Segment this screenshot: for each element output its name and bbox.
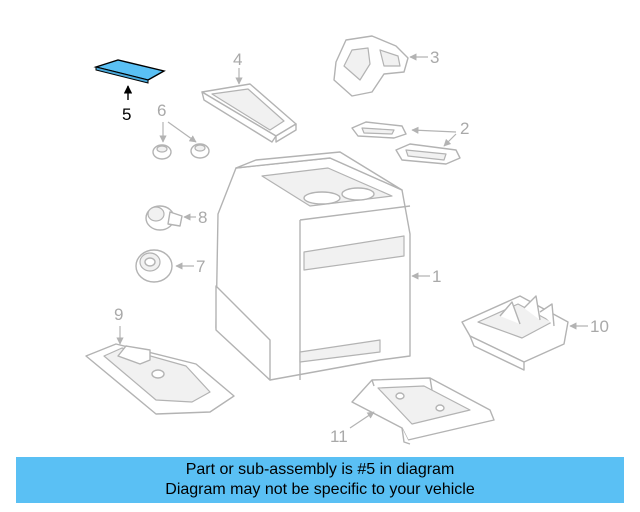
callout-11: 11: [330, 427, 348, 446]
callout-2: 2: [460, 119, 469, 138]
callout-3: 3: [430, 48, 439, 67]
info-banner: Part or sub-assembly is #5 in diagram Di…: [16, 457, 624, 503]
banner-line-disclaimer: Diagram may not be specific to your vehi…: [165, 481, 475, 498]
callout-9: 9: [114, 305, 123, 324]
part-9-lid: 9: [85, 305, 235, 415]
callout-4: 4: [233, 50, 242, 69]
part-3-bracket: 3: [333, 35, 439, 97]
part-5-pad[interactable]: 5: [93, 59, 166, 124]
part-6-clips: 6: [152, 101, 210, 160]
part-11-base-bracket: 11: [330, 377, 495, 446]
callout-7: 7: [196, 257, 205, 276]
callout-5: 5: [122, 105, 131, 124]
part-1-console: 1: [215, 151, 441, 381]
part-8-knob: 8: [145, 205, 207, 231]
callout-1: 1: [432, 267, 441, 286]
callout-10: 10: [590, 317, 609, 336]
part-7-socket: 7: [135, 249, 205, 283]
part-2-trim-plates: 2: [351, 119, 469, 165]
part-10-bracket: 10: [461, 295, 609, 371]
callout-6: 6: [157, 101, 166, 120]
parts-diagram: 5 4 3 2 6: [85, 35, 609, 446]
callout-8: 8: [198, 208, 207, 227]
part-4-tray: 4: [201, 50, 297, 143]
banner-line-part-number: Part or sub-assembly is #5 in diagram: [185, 461, 455, 478]
